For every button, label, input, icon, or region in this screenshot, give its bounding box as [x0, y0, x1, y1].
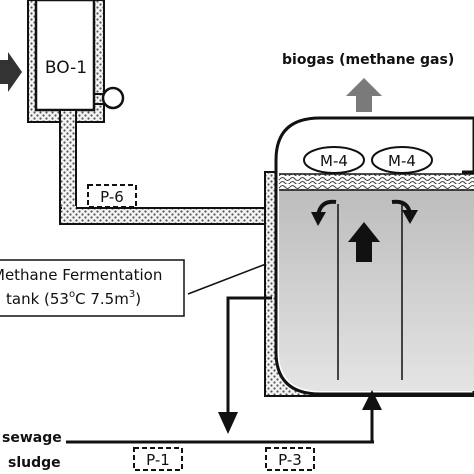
sludge-inlet-pipe — [226, 296, 272, 418]
pump-p3-box — [265, 447, 315, 471]
pump-p1-label: P-1 — [146, 451, 170, 469]
tank-liquid — [279, 190, 474, 391]
tank-label-line2: tank (53oC 7.5m3) — [6, 289, 141, 308]
sludge-inlet-arrowhead — [218, 412, 238, 434]
heating-pipe-horizontal — [59, 207, 273, 225]
circulation-arrowhead-left — [311, 212, 326, 226]
pump-p6-label: P-6 — [100, 188, 124, 206]
pump-p3-label: P-3 — [278, 451, 302, 469]
upflow-arrow — [348, 222, 380, 262]
boiler-input-arrow — [0, 52, 22, 92]
pump-p1-box — [133, 447, 183, 471]
pump-p6-box — [87, 184, 137, 208]
boiler-label: BO-1 — [45, 58, 87, 78]
tank-label-leader — [187, 263, 267, 295]
mixer-right: M-4 — [371, 146, 433, 174]
biogas-arrow — [346, 78, 382, 112]
sludge-outlet-arrowhead — [362, 390, 382, 410]
tank-foam-layer — [279, 174, 474, 190]
circulation-arrowhead-right — [402, 210, 418, 224]
boiler-body — [34, 0, 96, 112]
mixer-left-label: M-4 — [320, 152, 348, 170]
tank-label-box — [0, 259, 185, 317]
heating-pipe-vertical — [59, 109, 77, 223]
sewage-label-line1: sewage — [2, 430, 62, 446]
mixer-right-label: M-4 — [388, 152, 416, 170]
boiler-burner-icon — [94, 86, 125, 110]
mixer-left: M-4 — [303, 146, 365, 174]
sewage-label-line2: sludge — [8, 455, 61, 471]
tank-label-line1: Methane Fermentation — [0, 266, 162, 284]
biogas-label: biogas (methane gas) — [282, 52, 454, 68]
